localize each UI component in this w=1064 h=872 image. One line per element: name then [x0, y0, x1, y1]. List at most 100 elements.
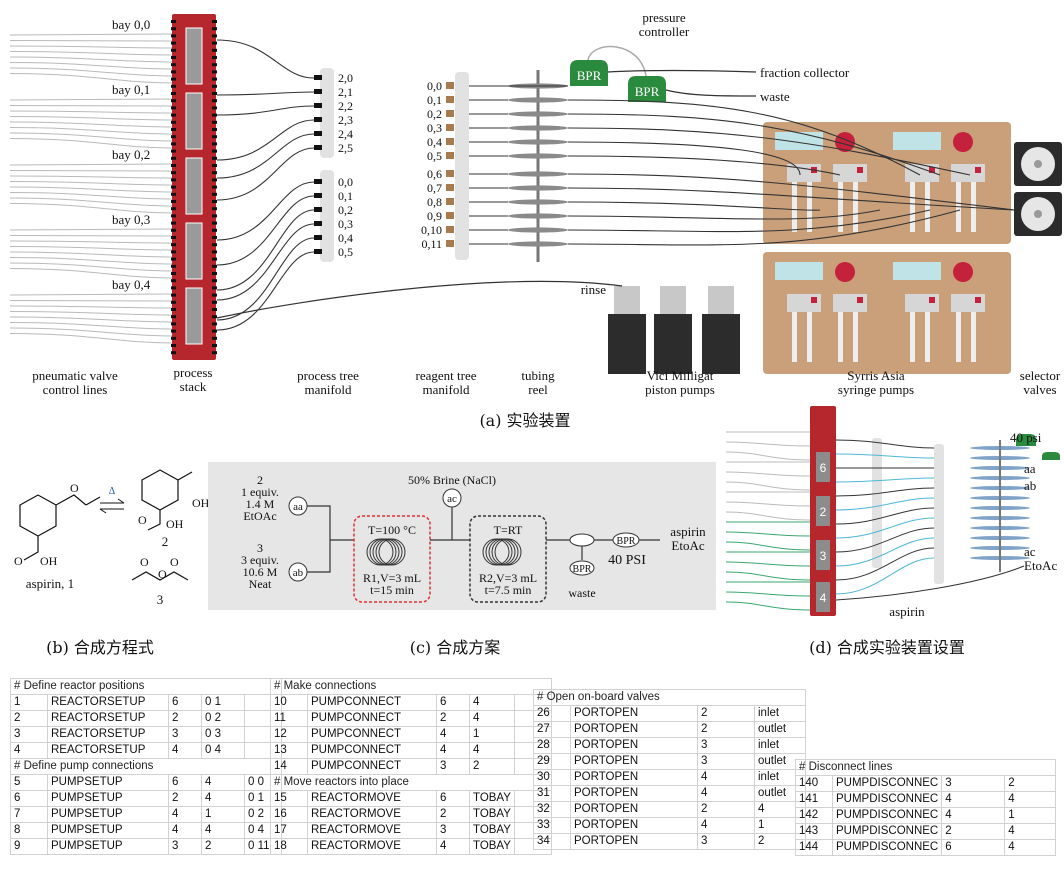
- reagent-port-label: 0,11: [421, 237, 442, 251]
- product-tube: [836, 566, 1024, 600]
- pneumatic-line: [726, 472, 810, 476]
- stack-port: [171, 222, 176, 225]
- process-tube: [217, 252, 314, 330]
- stack-port: [212, 186, 217, 189]
- stack-port: [212, 128, 217, 131]
- stack-port: [171, 63, 176, 66]
- stack-port: [171, 337, 176, 340]
- stack-port: [212, 142, 217, 145]
- table-cell: 2: [202, 839, 245, 855]
- stack-port: [212, 243, 217, 246]
- stack-port: [212, 42, 217, 45]
- table-cell: 4: [1005, 792, 1056, 808]
- table-cell: 29: [534, 754, 571, 770]
- table-cell: 4: [470, 743, 515, 759]
- table-cell: PUMPDISCONNEC: [833, 808, 942, 824]
- table-cell: 4: [437, 727, 470, 743]
- syringe-barrel: [792, 182, 797, 232]
- table-cell: TOBAY: [470, 839, 515, 855]
- process-tube: [836, 488, 934, 496]
- pump-ac-label: ac: [447, 493, 457, 505]
- reactor-module: [186, 288, 202, 344]
- process-port-label: 0,4: [338, 231, 353, 245]
- table-cell: 6: [437, 791, 470, 807]
- pneumatic-line: [726, 572, 810, 580]
- command-table-1: # Define reactor positions1REACTORSETUP 6…: [10, 678, 282, 855]
- stack-port: [212, 106, 217, 109]
- manifold-port: [314, 193, 322, 198]
- panel-b-caption: (b) 合成方程式: [46, 638, 154, 657]
- reagent-port: [446, 240, 454, 247]
- table-cell: outlet: [755, 722, 806, 738]
- table-cell: 4: [942, 792, 1005, 808]
- pneumatic-line: [726, 442, 810, 446]
- table-cell: 4: [1005, 824, 1056, 840]
- vici-pump-head: [614, 286, 640, 316]
- table-row: 34PORTOPEN32: [534, 834, 806, 850]
- stack-port: [212, 250, 217, 253]
- process-tree-manifold: [320, 68, 334, 158]
- bay-label: bay 0,2: [112, 147, 150, 162]
- table-cell: 4: [202, 823, 245, 839]
- table-cell: 1: [11, 695, 48, 711]
- process-port-label: 2,1: [338, 85, 353, 99]
- pneumatic-line: [10, 106, 172, 107]
- pneumatic-line: [726, 482, 810, 490]
- manifold-port: [314, 75, 322, 80]
- process-tube: [836, 548, 934, 580]
- process-port-label: 2,3: [338, 113, 353, 127]
- process-tube: [836, 518, 934, 538]
- table-cell: 2: [698, 722, 755, 738]
- panel-a-experimental-setup: bay 0,0bay 0,1bay 0,2bay 0,3bay 0,42,02,…: [10, 10, 1062, 430]
- stack-port: [212, 121, 217, 124]
- table-cell: 3: [11, 727, 48, 743]
- process-stack-label: processstack: [174, 365, 213, 394]
- bpr-label: BPR: [635, 84, 660, 99]
- table-row: 17REACTORMOVE3TOBAY: [271, 823, 552, 839]
- manifold-port: [314, 145, 322, 150]
- pneumatic-line: [10, 164, 172, 165]
- stack-port: [171, 128, 176, 131]
- table-section-header: # Define reactor positions: [11, 679, 282, 695]
- waste-label: waste: [760, 89, 790, 104]
- table-cell: 2: [437, 711, 470, 727]
- pneumatic-line: [10, 241, 172, 243]
- pneumatic-line: [726, 512, 810, 520]
- pneumatic-line: [10, 99, 172, 100]
- selector-center: [1034, 210, 1042, 218]
- table-cell: 143: [796, 824, 833, 840]
- stack-port: [212, 265, 217, 268]
- table-cell: PUMPCONNECT: [308, 727, 437, 743]
- table-cell: 31: [534, 786, 571, 802]
- reagent-port: [446, 184, 454, 191]
- stack-port: [212, 315, 217, 318]
- reagent-port-label: 0,6: [427, 167, 442, 181]
- table-cell: PORTOPEN: [571, 770, 698, 786]
- waste-label: waste: [568, 586, 595, 600]
- tubing-reel-coil: [508, 213, 568, 218]
- process-port-label: 2,5: [338, 141, 353, 155]
- reagent-port-label: 0,8: [427, 195, 442, 209]
- stack-port: [212, 294, 217, 297]
- table-section-header: # Make connections: [271, 679, 552, 695]
- process-tube: [217, 106, 314, 115]
- table-cell: REACTORSETUP: [48, 695, 169, 711]
- table-cell: 10: [271, 695, 308, 711]
- pump-ab-label: ab: [293, 567, 304, 579]
- table-cell: 4: [169, 807, 202, 823]
- stack-port: [171, 322, 176, 325]
- table-cell: REACTORSETUP: [48, 711, 169, 727]
- process-tube: [217, 196, 314, 265]
- stack-port: [212, 337, 217, 340]
- stack-port: [212, 322, 217, 325]
- table-cell: 9: [11, 839, 48, 855]
- pump-knob: [953, 132, 973, 152]
- process-port-label: 2,4: [338, 127, 353, 141]
- table-cell: 4: [470, 711, 515, 727]
- reactor-slot-label: 3: [820, 549, 827, 563]
- table-cell: 6: [169, 775, 202, 791]
- reactor-slot-label: 4: [820, 591, 827, 605]
- pneumatic-line: [10, 122, 172, 127]
- table-cell: 4: [470, 695, 515, 711]
